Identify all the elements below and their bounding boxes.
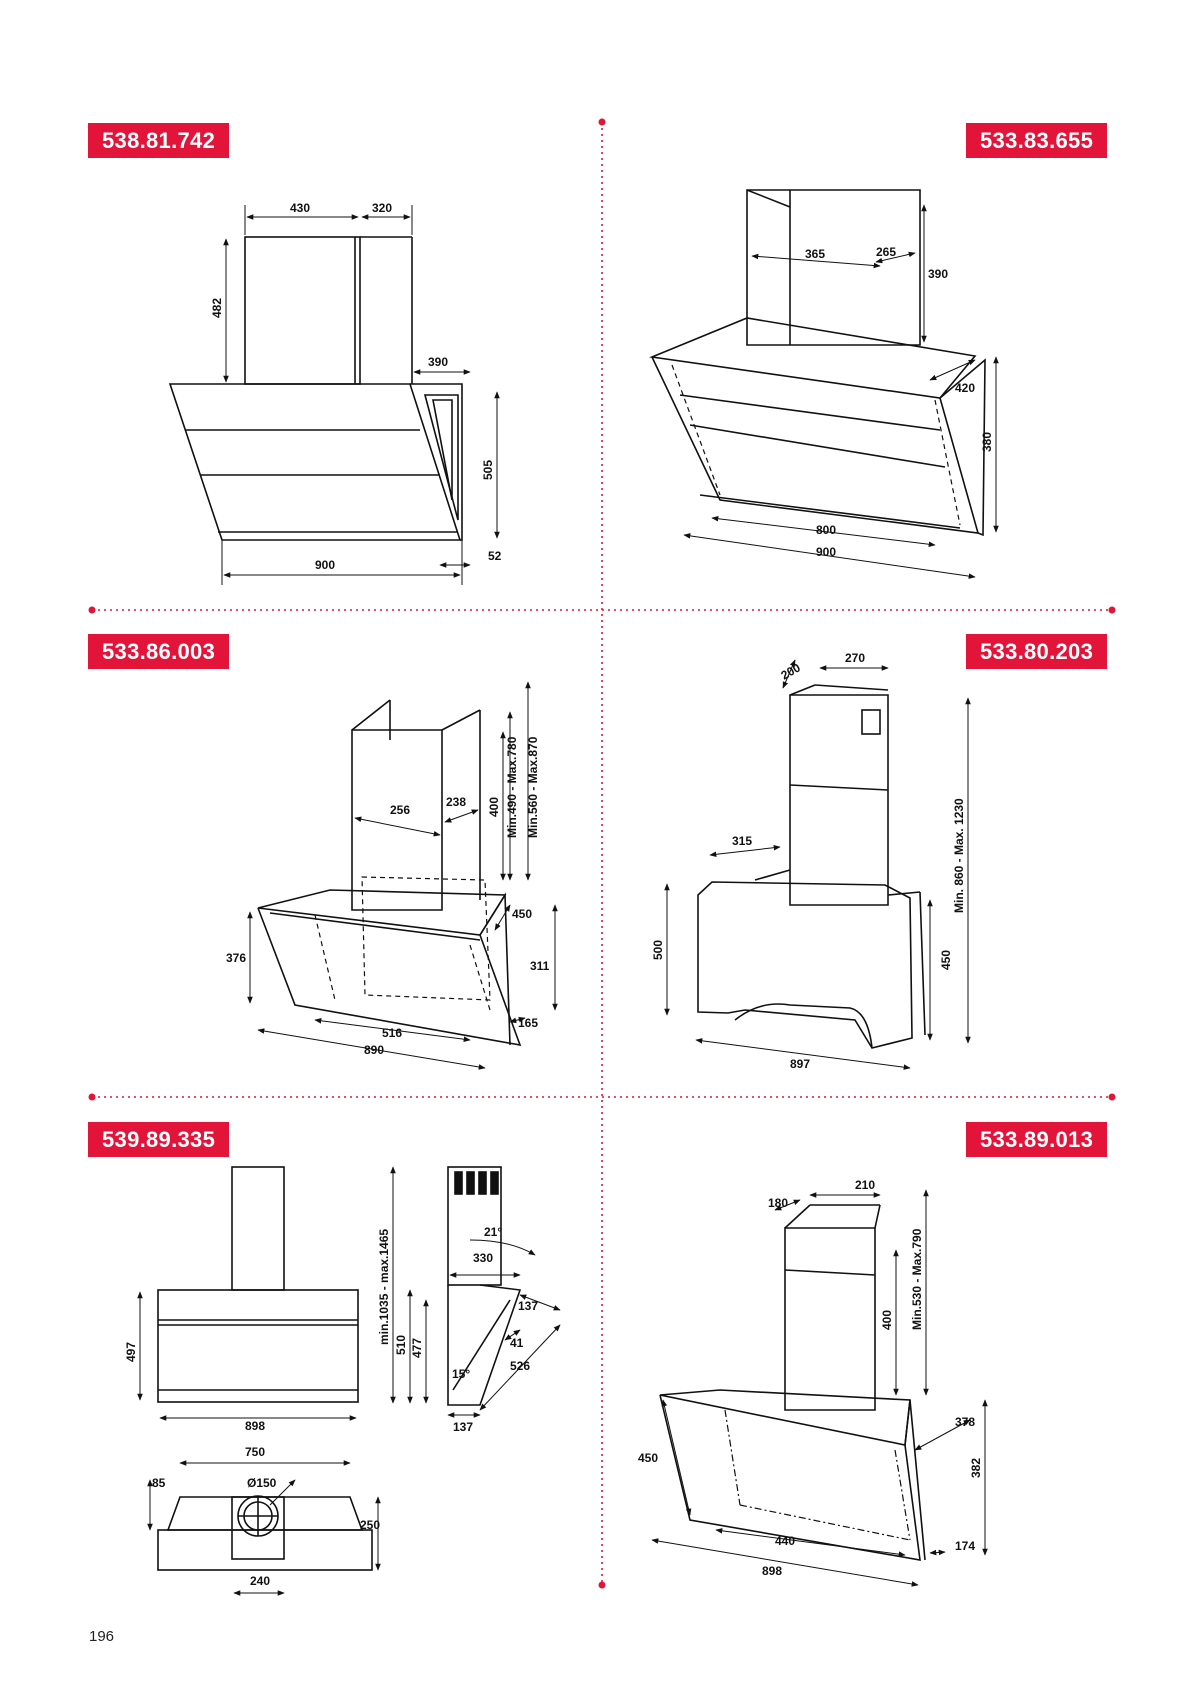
dim-label: 376 — [226, 951, 246, 965]
drawing-533-80-203 — [697, 684, 926, 1049]
dim-label: 505 — [481, 460, 495, 480]
dim-label: 516 — [382, 1026, 402, 1040]
page-number: 196 — [89, 1628, 115, 1645]
dim-label: 526 — [510, 1359, 530, 1373]
dim-labels-533-86-003: 256 238 400 Min.490 - Max.780 Min.560 - … — [226, 736, 550, 1057]
dims-539-89-335 — [137, 1166, 561, 1596]
dim-label: 450 — [939, 950, 953, 970]
dim-label: Min.530 - Max.790 — [910, 1228, 924, 1330]
drawing-533-83-655 — [648, 189, 986, 537]
product-code-badge: 533.89.013 — [966, 1122, 1108, 1157]
dim-label: 137 — [518, 1299, 538, 1313]
dim-label: 311 — [530, 959, 550, 973]
dim-labels-533-89-013: 180 210 400 Min.530 - Max.790 450 378 38… — [638, 1178, 983, 1578]
product-code-badge: 533.80.203 — [966, 634, 1108, 669]
dims-533-80-203 — [664, 659, 971, 1070]
dim-label: 390 — [428, 355, 448, 369]
dim-label: 52 — [488, 549, 502, 563]
dim-label: 15° — [452, 1367, 470, 1381]
product-code-badge: 533.86.003 — [88, 634, 230, 669]
dim-label: 238 — [446, 795, 466, 809]
dims-538-81-742 — [221, 205, 500, 585]
dashed-lines-533-86-003 — [314, 876, 491, 1011]
dim-label: 500 — [651, 940, 665, 960]
dim-label: Min. 860 - Max. 1230 — [952, 798, 966, 913]
drawing-533-86-003 — [257, 699, 522, 1047]
dim-label: 497 — [124, 1342, 138, 1362]
dim-label: 240 — [250, 1574, 270, 1588]
drawing-533-89-013 — [659, 1204, 926, 1561]
dim-label: 900 — [315, 558, 335, 572]
dashed-lines-533-89-013 — [724, 1409, 911, 1541]
dim-label: 750 — [245, 1445, 265, 1459]
dim-label: 510 — [394, 1335, 408, 1355]
dim-label: Ø150 — [247, 1476, 277, 1490]
dim-label: 380 — [980, 432, 994, 452]
dim-label: 210 — [855, 1178, 875, 1192]
dim-label: 400 — [880, 1310, 894, 1330]
dim-label: 890 — [364, 1043, 384, 1057]
dim-label: 265 — [876, 245, 896, 259]
dim-label: 382 — [969, 1458, 983, 1478]
dim-label: Min.560 - Max.870 — [526, 736, 540, 838]
dim-label: 41 — [510, 1336, 524, 1350]
dim-labels-533-80-203: 200 270 315 Min. 860 - Max. 1230 500 450… — [651, 651, 966, 1071]
dim-label: 200 — [779, 660, 804, 682]
dim-label: 400 — [487, 797, 501, 817]
dim-label: 440 — [775, 1534, 795, 1548]
dims-533-89-013 — [651, 1189, 988, 1587]
product-code-badge: 539.89.335 — [88, 1122, 230, 1157]
dim-label: 898 — [762, 1564, 782, 1578]
drawing-539-89-335-front — [157, 1166, 359, 1403]
dim-label: 430 — [290, 201, 310, 215]
dim-label: 477 — [410, 1338, 424, 1358]
dim-label: 390 — [928, 267, 948, 281]
dim-label: min.1035 - max.1465 — [377, 1229, 391, 1345]
dim-label: 21° — [484, 1225, 502, 1239]
dim-labels-533-83-655: 365 265 390 420 380 800 900 — [805, 245, 994, 559]
product-code-badge: 538.81.742 — [88, 123, 230, 158]
dim-label: 270 — [845, 651, 865, 665]
dim-label: 250 — [360, 1518, 380, 1532]
dim-label: 330 — [473, 1251, 493, 1265]
dim-label: 900 — [816, 545, 836, 559]
dim-label: 365 — [805, 247, 825, 261]
dim-label: 897 — [790, 1057, 810, 1071]
dim-label: 256 — [390, 803, 410, 817]
dim-label: 85 — [152, 1476, 166, 1490]
drawing-538-81-742 — [168, 236, 463, 541]
dim-labels-539-89-335: 497 898 min.1035 - max.1465 21° 330 510 … — [124, 1225, 538, 1588]
dim-label: 315 — [732, 834, 752, 848]
drawing-539-89-335-top — [157, 1495, 373, 1571]
dim-label: 137 — [453, 1420, 473, 1434]
dim-labels-538-81-742: 430 320 482 390 505 900 52 — [210, 201, 502, 572]
dim-label: 482 — [210, 298, 224, 318]
dim-label: 165 — [518, 1016, 538, 1030]
dim-label: 800 — [816, 523, 836, 537]
dim-label: 450 — [512, 907, 532, 921]
dim-label: 420 — [955, 381, 975, 395]
dim-label: 320 — [372, 201, 392, 215]
dashed-lines-533-83-655 — [671, 364, 961, 526]
dim-label: Min.490 - Max.780 — [505, 736, 519, 838]
product-code-badge: 533.83.655 — [966, 123, 1108, 158]
grid-separators — [88, 118, 1116, 1589]
dims-533-83-655 — [683, 204, 999, 579]
dim-label: 450 — [638, 1451, 658, 1465]
dim-label: 898 — [245, 1419, 265, 1433]
dim-label: 174 — [955, 1539, 975, 1553]
dim-label: 378 — [955, 1415, 975, 1429]
dim-label: 180 — [768, 1196, 788, 1210]
dims-533-86-003 — [247, 681, 558, 1070]
